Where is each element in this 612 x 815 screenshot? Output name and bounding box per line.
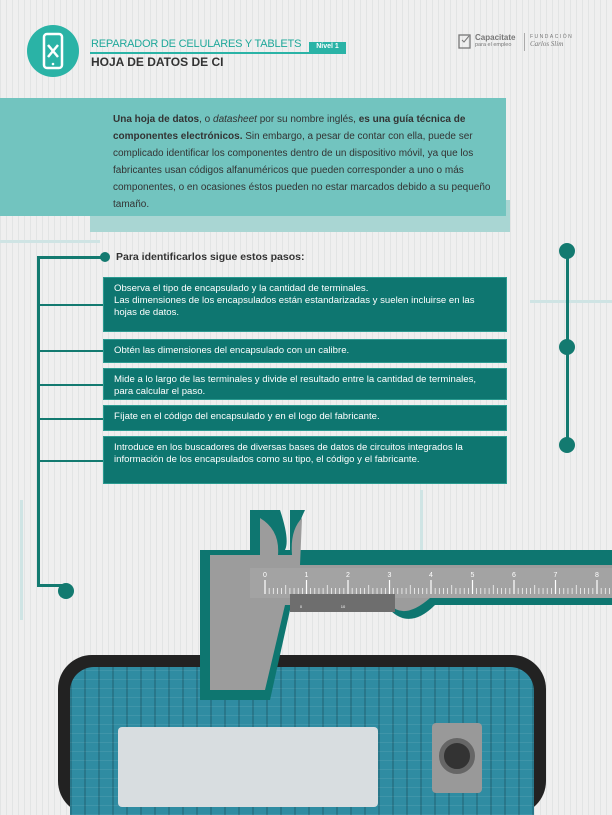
circuit-node [559, 243, 575, 259]
main-scale-label: 1 [305, 572, 309, 579]
main-scale-label: 3 [388, 572, 392, 579]
bracket-line [37, 350, 105, 352]
header-rule [90, 52, 346, 54]
bracket-line [37, 418, 105, 420]
logo-divider [524, 33, 525, 51]
vernier-scale-label: 10 [341, 604, 346, 609]
main-scale-label: 7 [554, 572, 558, 579]
bracket-line [37, 256, 105, 259]
intro-box: Una hoja de datos, o datasheet por su no… [0, 98, 506, 216]
main-scale-label: 8 [595, 572, 599, 579]
phone-body [58, 655, 546, 815]
bracket-line [37, 584, 67, 587]
main-scale-label: 2 [346, 572, 350, 579]
main-scale-label: 4 [429, 572, 433, 579]
intro-text: , o [199, 114, 214, 125]
circuit-node [559, 339, 575, 355]
step-4: Fíjate en el código del encapsulado y en… [103, 405, 507, 431]
intro-bold-2: es una guía técnica de componentes elect… [113, 114, 466, 142]
bracket-line [37, 460, 105, 462]
circuit-node [559, 437, 575, 453]
step-1: Observa el tipo de encapsulado y la cant… [103, 277, 507, 332]
scale-ticks [264, 580, 610, 594]
vernier-slider [290, 594, 395, 612]
caliper-illustration: 0123456789010 [200, 510, 612, 700]
battery [118, 727, 378, 807]
steps-heading: Para identificarlos sigue estos pasos: [116, 251, 305, 263]
capacitate-sub: para el empleo [475, 42, 512, 48]
page-title: HOJA DE DATOS DE CI [91, 55, 224, 69]
step-5: Introduce en los buscadores de diversas … [103, 436, 507, 484]
step-2: Obtén las dimensiones del encapsulado co… [103, 339, 507, 363]
heading-bullet [100, 252, 110, 262]
fundacion-sub: Carlos Slim [530, 40, 564, 48]
intro-bold-1: Una hoja de datos [113, 114, 200, 125]
camera [432, 723, 482, 793]
capacitate-text: Capacitate [475, 33, 516, 42]
vernier-scale-label: 0 [300, 604, 303, 609]
level-badge: Nivel 1 [309, 42, 346, 52]
course-icon [27, 25, 79, 77]
circuit-trace [0, 240, 100, 243]
circuit-node [58, 583, 74, 599]
circuit-trace [420, 490, 423, 570]
main-scale-label: 0 [263, 572, 267, 579]
bracket-line [37, 384, 105, 386]
bracket-line [37, 304, 105, 306]
fundacion-logo: FUNDACIÓN Carlos Slim [530, 34, 573, 48]
intro-italic: datasheet [213, 114, 257, 125]
fundacion-text: FUNDACIÓN [530, 34, 574, 40]
course-name: REPARADOR DE CELULARES Y TABLETS [91, 38, 302, 50]
clipboard-icon [458, 34, 471, 49]
intro-text: por su nombre inglés, [256, 114, 359, 125]
circuit-trace [20, 500, 23, 620]
circuit-trace [530, 300, 612, 303]
main-scale-label: 6 [512, 572, 516, 579]
intro-text: Sin embargo, a pesar de contar con ella,… [113, 131, 491, 210]
main-scale-label: 5 [471, 572, 475, 579]
bracket-line [37, 256, 40, 586]
step-3: Mide a lo largo de las terminales y divi… [103, 368, 507, 400]
